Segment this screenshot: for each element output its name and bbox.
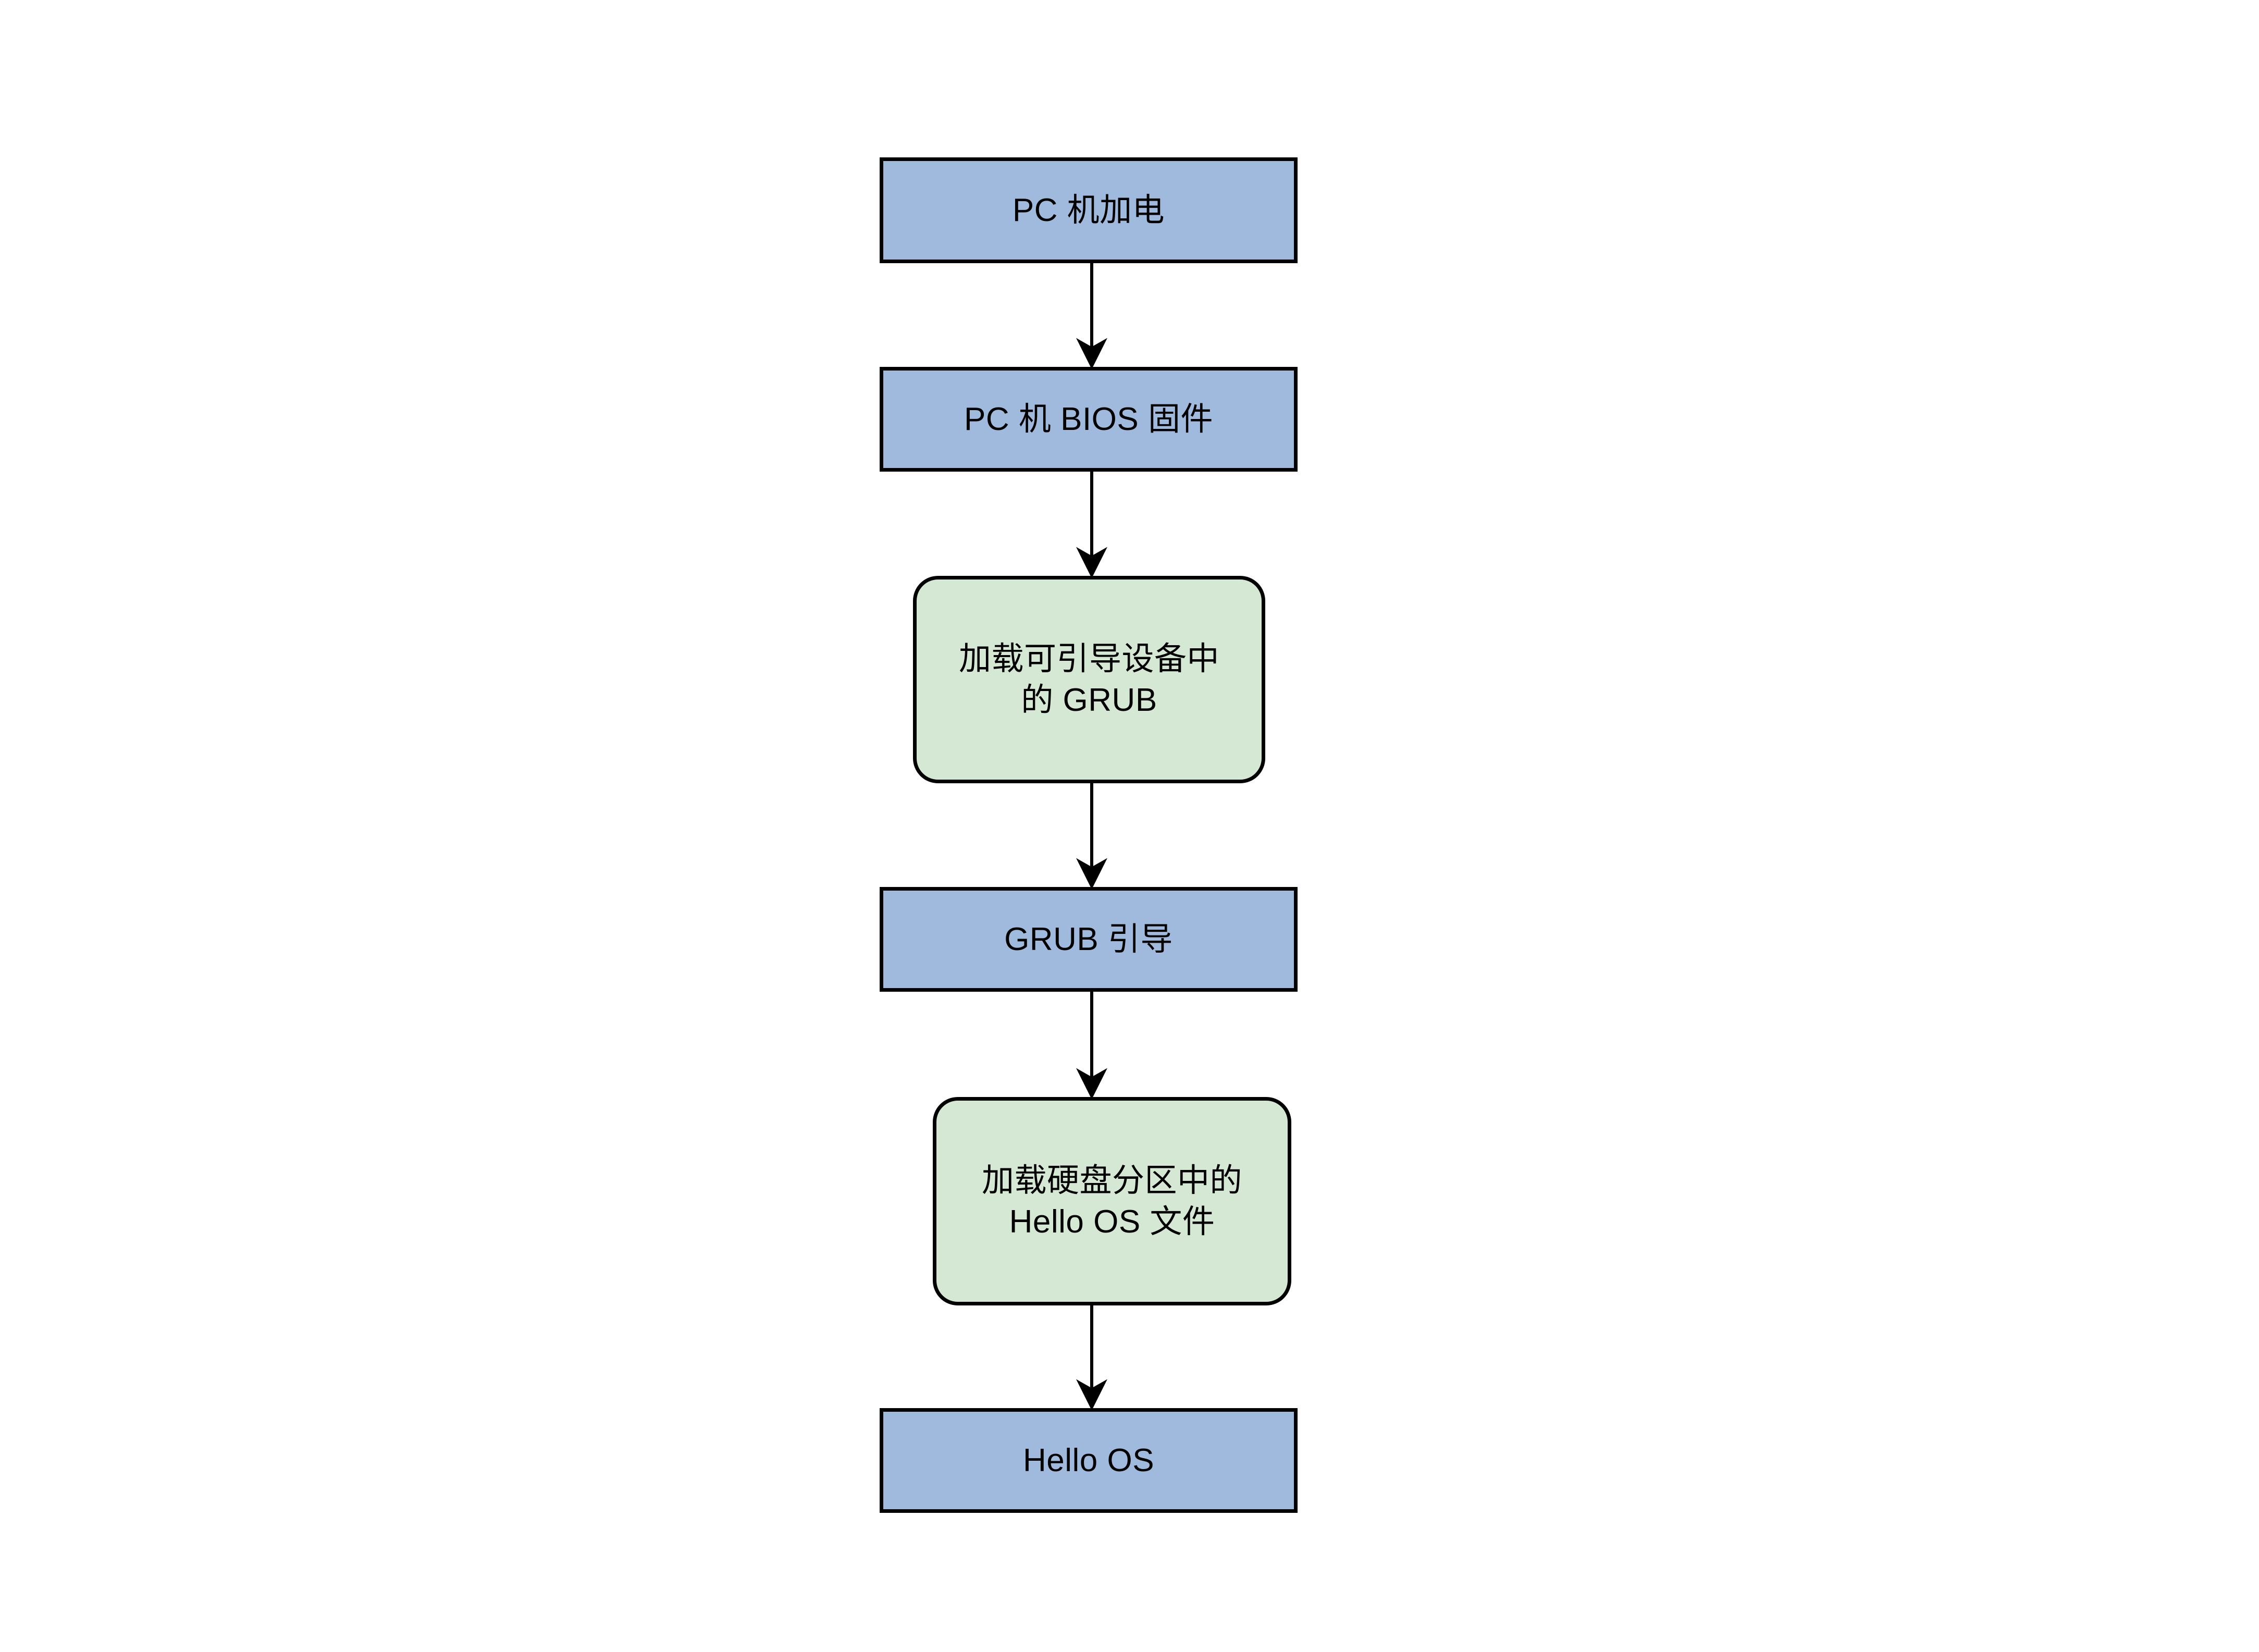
node-power-on[interactable]: PC 机加电 [880, 157, 1298, 263]
node-hello-os[interactable]: Hello OS [880, 1408, 1298, 1513]
node-grub-boot[interactable]: GRUB 引导 [880, 887, 1298, 992]
node-load-hello-os-file-label: 加载硬盘分区中的 Hello OS 文件 [981, 1162, 1242, 1240]
node-load-grub-label: 加载可引导设备中 的 GRUB [958, 640, 1219, 718]
node-load-grub[interactable]: 加载可引导设备中 的 GRUB [913, 576, 1265, 783]
node-grub-boot-label: GRUB 引导 [1004, 921, 1173, 957]
node-load-hello-os-file[interactable]: 加载硬盘分区中的 Hello OS 文件 [933, 1097, 1291, 1305]
node-hello-os-label: Hello OS [1022, 1442, 1155, 1478]
node-power-on-label: PC 机加电 [1012, 192, 1165, 228]
node-bios-firmware-label: PC 机 BIOS 固件 [964, 401, 1213, 437]
node-bios-firmware[interactable]: PC 机 BIOS 固件 [880, 367, 1298, 472]
